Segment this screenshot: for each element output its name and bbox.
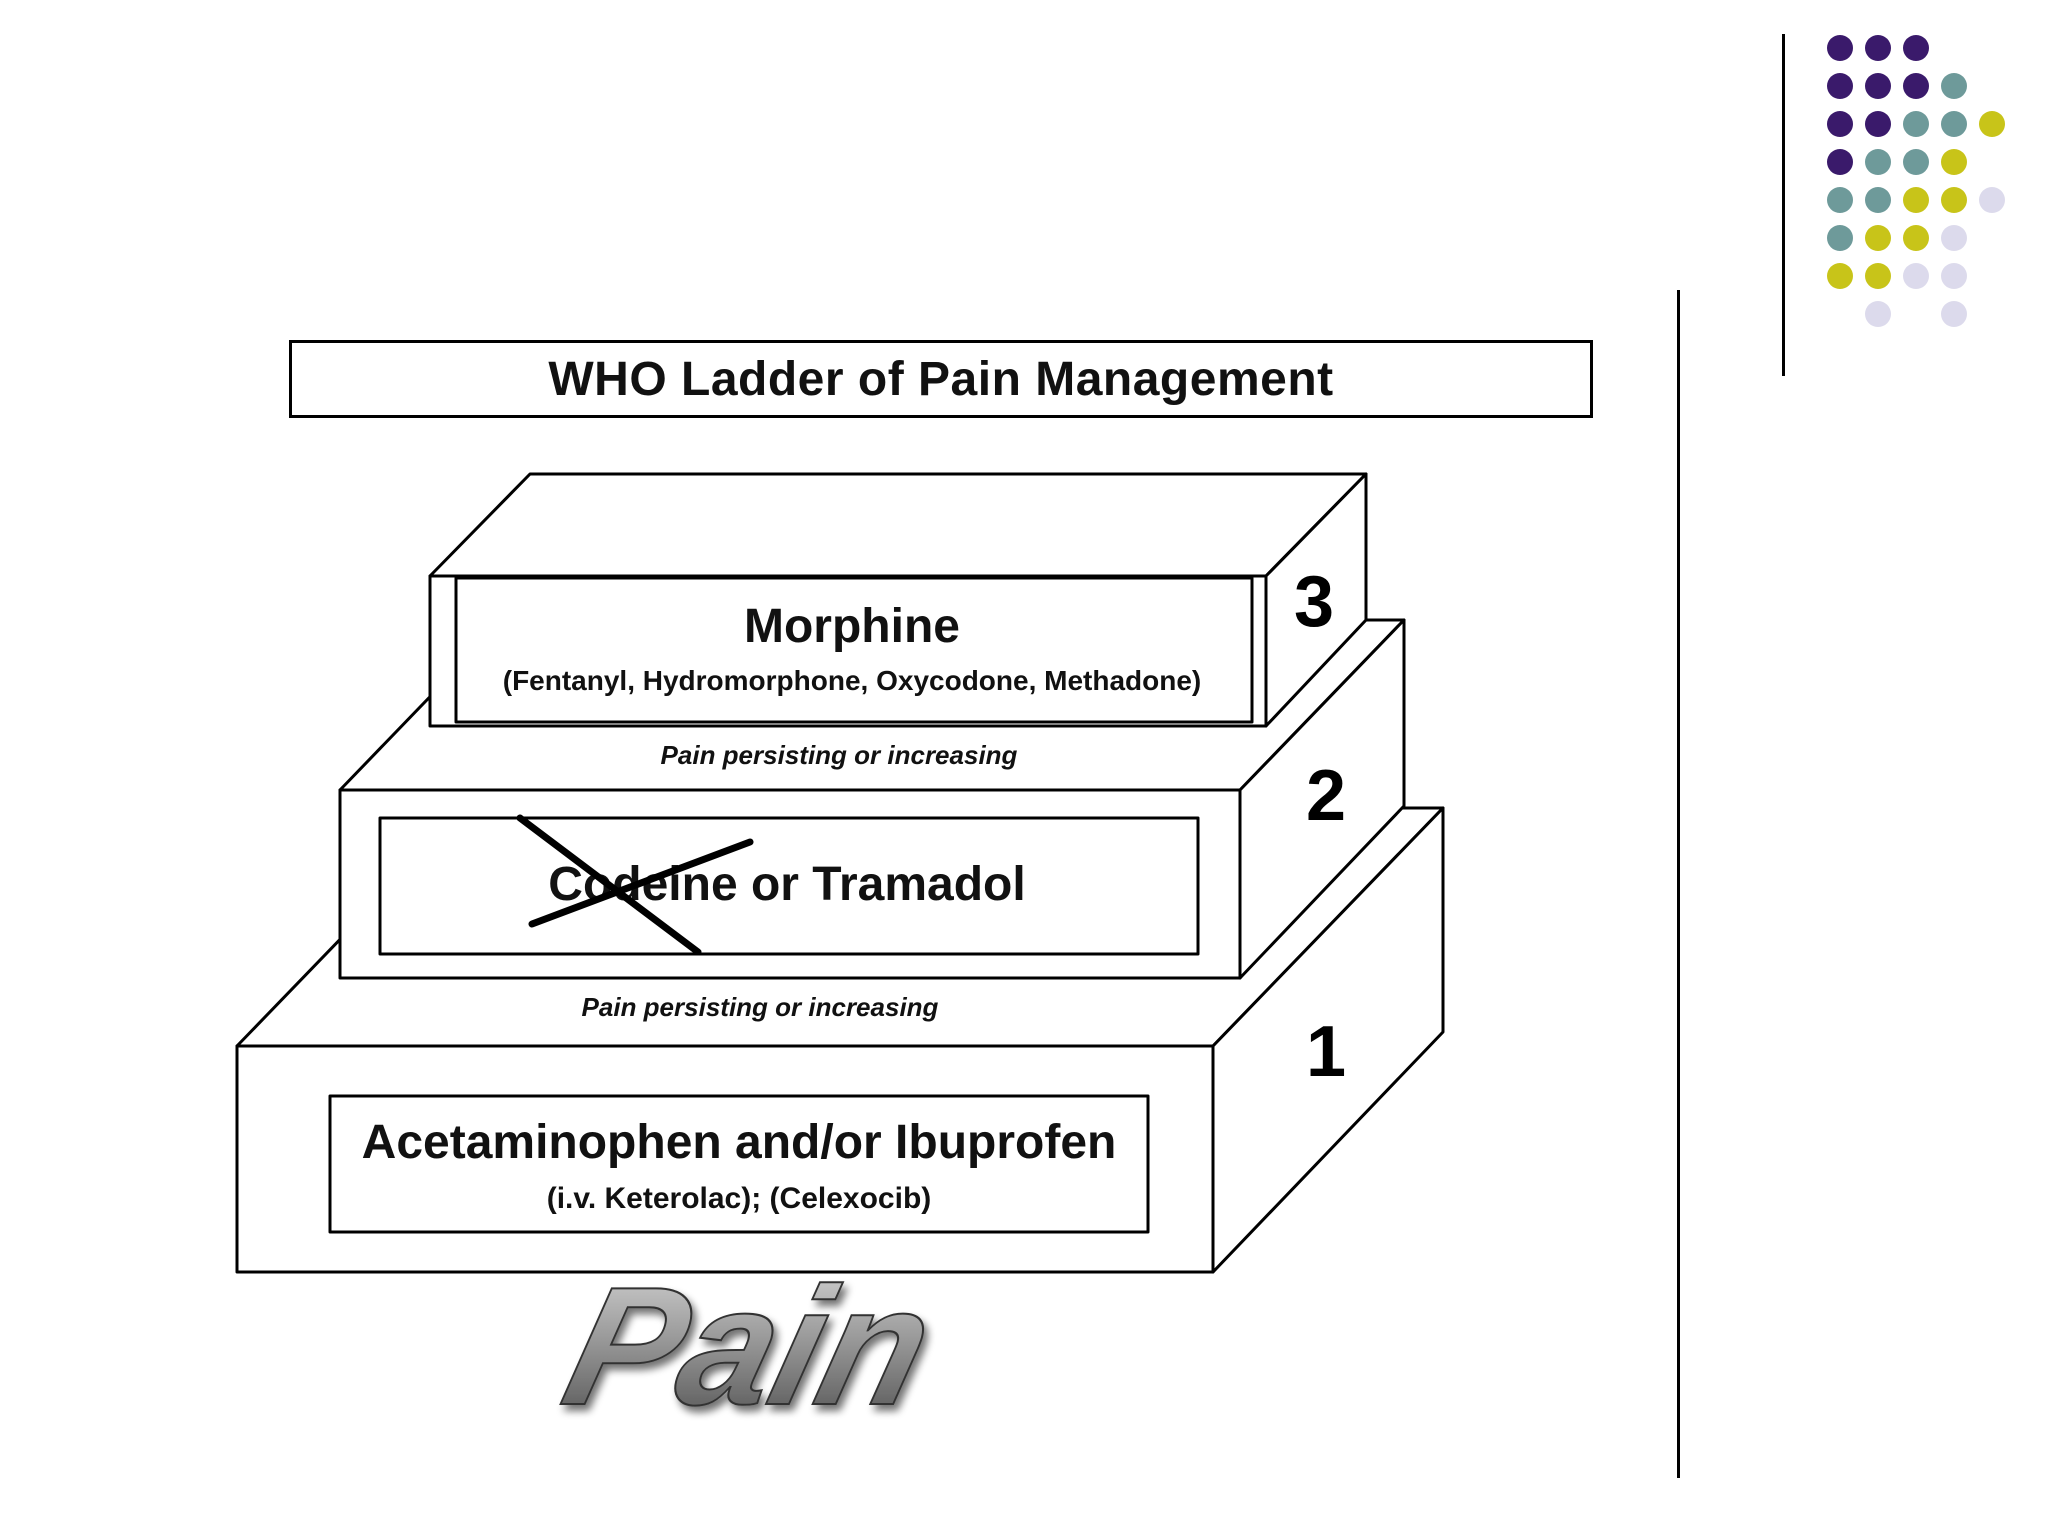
decorative-dot <box>1903 263 1929 289</box>
decorative-dot <box>1865 225 1891 251</box>
decorative-dot <box>1827 225 1853 251</box>
decorative-dot <box>1827 263 1853 289</box>
decorative-dot <box>1827 111 1853 137</box>
codeine-cross-out-mark <box>516 814 754 956</box>
decorative-dot <box>1865 111 1891 137</box>
decorative-dot <box>1941 111 1967 137</box>
pain-footer-word: Pain <box>549 1253 950 1440</box>
decorative-dot <box>1941 187 1967 213</box>
decorative-dot <box>1865 73 1891 99</box>
decorative-dot <box>1941 225 1967 251</box>
step-3-top-face <box>428 472 1368 578</box>
step-3-label-box <box>454 576 1254 724</box>
decorative-dot <box>1827 73 1853 99</box>
step-1-sub-label: (i.v. Keterolac); (Celexocib) <box>547 1182 932 1215</box>
step-3-main-label: Morphine <box>744 600 960 653</box>
transition-label-2-to-3: Pain persisting or increasing <box>661 740 1018 770</box>
decorative-dot <box>1903 149 1929 175</box>
step-1-main-label: Acetaminophen and/or Ibuprofen <box>362 1116 1117 1169</box>
transition-label-1-to-2: Pain persisting or increasing <box>582 992 939 1022</box>
decorative-dot <box>1941 149 1967 175</box>
decorative-dot <box>1827 149 1853 175</box>
decorative-dot <box>1865 301 1891 327</box>
decorative-dot <box>1979 187 2005 213</box>
diagram-title: WHO Ladder of Pain Management <box>548 352 1334 406</box>
step-2-number: 2 <box>1306 756 1346 836</box>
decorative-dot <box>1865 263 1891 289</box>
decorative-dot <box>1903 73 1929 99</box>
decorative-dot <box>1903 111 1929 137</box>
decorative-dot <box>1941 301 1967 327</box>
decorative-vertical-line-top <box>1782 34 1785 376</box>
decorative-dot <box>1941 263 1967 289</box>
decorative-dot <box>1827 35 1853 61</box>
decorative-dot <box>1979 111 2005 137</box>
step-1-number: 1 <box>1306 1012 1346 1092</box>
diagram-title-box: WHO Ladder of Pain Management <box>289 340 1593 418</box>
decorative-dot <box>1865 149 1891 175</box>
step-2-label-box <box>378 816 1200 956</box>
decorative-dot <box>1865 35 1891 61</box>
decorative-dot <box>1903 35 1929 61</box>
decorative-dot <box>1865 187 1891 213</box>
step-3-sub-label: (Fentanyl, Hydromorphone, Oxycodone, Met… <box>503 665 1202 696</box>
decorative-dot <box>1903 225 1929 251</box>
decorative-vertical-line-main <box>1677 290 1680 1478</box>
step-2-main-label: Codeine or Tramadol <box>548 858 1025 911</box>
step-1-label-box <box>328 1094 1150 1234</box>
step-3-number: 3 <box>1294 562 1334 642</box>
decorative-dot <box>1941 73 1967 99</box>
decorative-dot <box>1903 187 1929 213</box>
decorative-dot <box>1827 187 1853 213</box>
